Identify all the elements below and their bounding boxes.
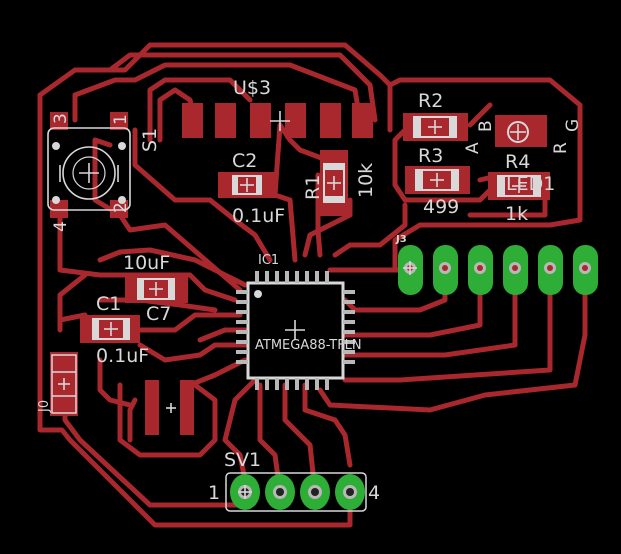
u3-marker (270, 111, 290, 131)
label-r1: R1 (302, 175, 324, 200)
passive-components (51, 113, 550, 414)
j0-jumper (51, 354, 77, 414)
r4-resistor (488, 172, 550, 200)
label-c2: C2 (232, 150, 257, 172)
label-c1: C1 (96, 293, 121, 315)
label-sv1-pin4: 4 (368, 482, 380, 504)
label-r3-value: 499 (423, 196, 459, 218)
label-led-b: B (476, 120, 496, 132)
label-c7: C7 (146, 303, 171, 325)
label-s1-pin3: 3 (51, 113, 71, 124)
label-us3: U$3 (233, 77, 271, 99)
label-led-r: R (551, 142, 571, 154)
c2-capacitor (218, 172, 276, 198)
label-c2-value: 0.1uF (232, 205, 285, 227)
label-led-g: G (563, 119, 583, 132)
label-s1-pin4: 4 (51, 221, 71, 232)
label-r2: R2 (418, 90, 443, 112)
label-sv1: SV1 (224, 449, 261, 471)
sv1-header (225, 472, 367, 512)
c1-capacitor (80, 315, 140, 343)
label-led1: LED1 (506, 173, 555, 195)
label-ic1-value: ATMEGA88-TFLN (255, 338, 362, 353)
label-r1-value: 10k (355, 163, 377, 198)
label-s1: S1 (139, 128, 161, 152)
smd-pads (50, 103, 373, 435)
label-s1-pin1: 1 (111, 114, 131, 125)
c7-bottom-marker (166, 403, 176, 413)
label-j0: J0 (37, 400, 52, 413)
label-sv1-pin1: 1 (208, 482, 220, 504)
label-r3: R3 (418, 145, 443, 167)
r2-resistor (403, 113, 468, 141)
r1-resistor (320, 150, 348, 216)
silkscreen-labels: U$3 R2 R3 R4 LED1 C2 0.1uF R1 10k 499 1k… (37, 77, 583, 504)
label-r4-value: 1k (505, 203, 528, 225)
r3-resistor (405, 166, 470, 194)
label-led-a: A (463, 142, 483, 154)
j3-header (398, 245, 598, 295)
s1-switch (47, 127, 131, 211)
ic1-chip (236, 271, 355, 390)
c7-capacitor (125, 275, 188, 303)
label-r4: R4 (505, 151, 530, 173)
label-j3: J3 (395, 234, 407, 245)
label-c1-value: 0.1uF (96, 345, 149, 367)
label-ic1: IC1 (258, 253, 279, 268)
led1-diode (495, 115, 547, 147)
label-c7-value: 10uF (123, 252, 170, 274)
label-s1-pin2: 2 (111, 202, 131, 213)
